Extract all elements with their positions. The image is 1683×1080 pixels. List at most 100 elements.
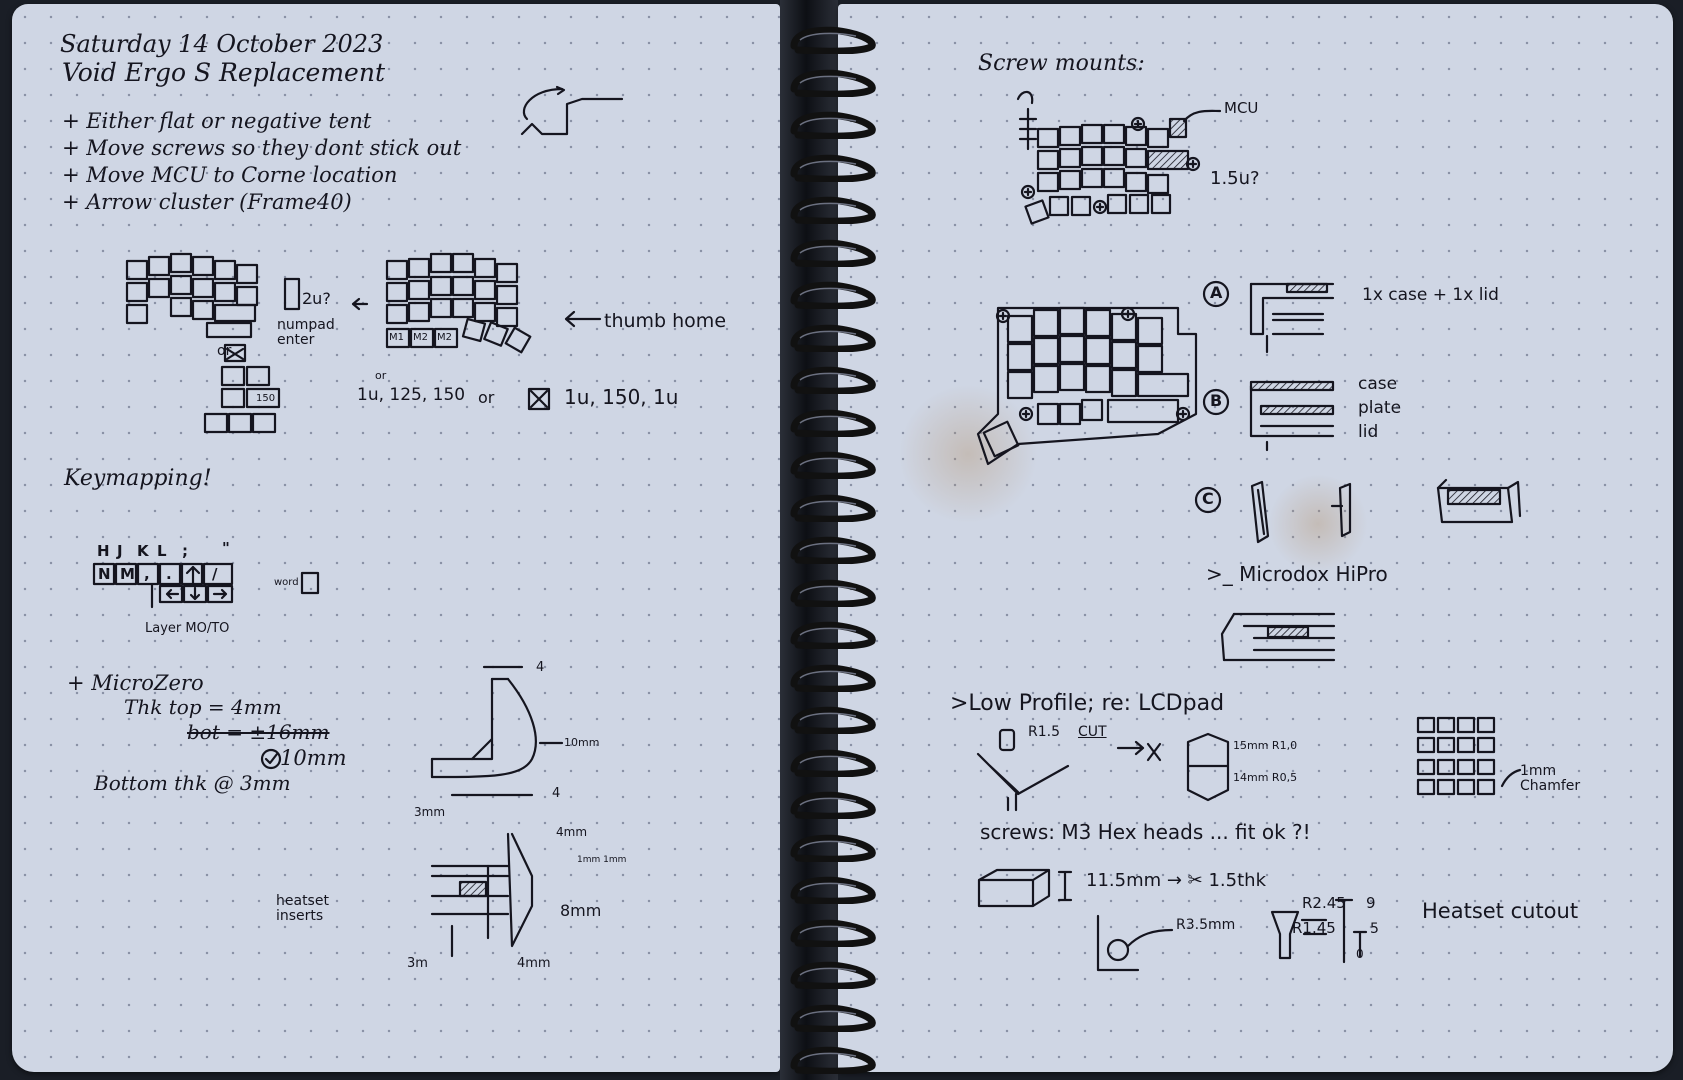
profile-sketch xyxy=(430,665,564,797)
thk-top-note: Thk top = 4mm xyxy=(124,695,282,719)
binding-coil xyxy=(790,919,876,947)
screw-dim: 11.5mm → ✂ 1.5thk xyxy=(1086,870,1266,891)
heatset-dim: 8mm xyxy=(560,901,602,920)
key-bottom: / xyxy=(212,565,218,583)
option-b-marker: B xyxy=(1210,391,1223,410)
or-label: or xyxy=(478,388,495,407)
binding-coil xyxy=(790,536,876,564)
dim-label: 3mm xyxy=(414,805,446,819)
option-c-circle xyxy=(1194,486,1222,514)
tent-sketch xyxy=(520,85,624,136)
coffee-stain xyxy=(1268,474,1368,574)
check-icon xyxy=(260,748,282,770)
dim1-label: 15mm R1,0 xyxy=(1233,739,1298,752)
dim-label: 4 xyxy=(536,660,545,675)
key-top: ; xyxy=(182,542,188,560)
screw-mount-sketch xyxy=(1016,90,1222,225)
option-b-sketch xyxy=(1249,380,1335,452)
microzero-heading: + MicroZero xyxy=(67,671,204,695)
chamfer-grid-sketch xyxy=(1416,716,1522,796)
binding-coil xyxy=(790,111,876,139)
dim-label: 4 xyxy=(552,786,561,801)
dim-label: 10mm xyxy=(564,736,600,749)
crossed-box-icon xyxy=(527,387,551,411)
heatset-dim: 3m xyxy=(407,956,428,971)
binding-coil xyxy=(790,876,876,904)
binding-coil xyxy=(790,451,876,479)
keymap-sketch xyxy=(92,562,320,609)
option-b-label: lid xyxy=(1358,422,1379,442)
screws-heading: screws: M3 Hex heads ... fit ok ?! xyxy=(980,820,1311,844)
thumb-home-label: thumb home xyxy=(604,310,727,332)
thumb-home-arrow xyxy=(564,310,602,328)
dim-nine: 9 xyxy=(1366,894,1376,912)
bottom-thk-note: Bottom thk @ 3mm xyxy=(94,771,291,795)
key-bottom: . xyxy=(166,565,172,583)
low-profile-sketch xyxy=(976,728,1230,812)
option-c-marker: C xyxy=(1202,489,1214,508)
key-bottom: , xyxy=(144,565,150,583)
binding-coil xyxy=(790,281,876,309)
dim-zero: 0 xyxy=(1356,947,1364,961)
microdox-heading: >_ Microdox HiPro xyxy=(1206,562,1388,586)
key-bottom: N xyxy=(98,565,111,583)
key-top: " xyxy=(222,539,230,557)
arrow-cluster-sketch xyxy=(125,252,301,434)
option-a-label: 1x case + 1x lid xyxy=(1362,285,1499,305)
cut-label: CUT xyxy=(1078,724,1107,740)
binding-coil xyxy=(790,239,876,267)
binding-coil xyxy=(790,409,876,437)
binding-coil xyxy=(790,706,876,734)
numpad-enter-note: numpad enter xyxy=(277,317,335,348)
todo-item: + Move MCU to Corne location xyxy=(62,163,398,187)
right-page: Screw mounts: MCU 1.5u? xyxy=(838,4,1673,1072)
screw-mounts-heading: Screw mounts: xyxy=(978,51,1145,76)
option-b-label: case xyxy=(1358,374,1398,394)
option-a-marker: A xyxy=(1210,283,1223,302)
or-label: or xyxy=(217,343,232,359)
heatset-dim: 4mm xyxy=(517,956,551,971)
binding-coil xyxy=(790,1004,876,1032)
key-top: H xyxy=(97,542,110,560)
screw-profile-sketch xyxy=(1270,898,1368,964)
r1-label: R1.45 xyxy=(1292,919,1336,937)
binding-coil xyxy=(790,579,876,607)
binding-coil xyxy=(790,749,876,777)
heatset-dim: 4mm xyxy=(556,825,588,839)
option-c-sketch xyxy=(1250,478,1522,544)
todo-item: + Arrow cluster (Frame40) xyxy=(62,190,352,214)
thumb-alt-sizes: 1u, 150, 1u xyxy=(564,385,679,409)
r-label: R1.5 xyxy=(1028,724,1060,740)
binding-coil xyxy=(790,494,876,522)
left-page: Saturday 14 October 2023 Void Ergo S Rep… xyxy=(12,4,780,1072)
layer-note: Layer MO/TO xyxy=(145,621,230,636)
mcu-label: MCU xyxy=(1224,99,1259,117)
bot-strike-note: bot = ±16mm xyxy=(187,720,330,744)
chamfer-label: 1mm Chamfer xyxy=(1520,763,1581,794)
bot-note: 10mm xyxy=(280,746,347,770)
heatset-label: heatset inserts xyxy=(276,893,329,924)
todo-item: + Move screws so they dont stick out xyxy=(62,136,462,160)
word-label: word xyxy=(274,577,299,588)
thumb-cluster-sketch xyxy=(351,252,532,354)
date-heading: Saturday 14 October 2023 xyxy=(60,30,384,58)
option-a-sketch xyxy=(1249,282,1335,354)
heatset-cutout-label: Heatset cutout xyxy=(1422,899,1579,923)
key-top: J xyxy=(117,542,123,560)
key-150-label: 150 xyxy=(256,393,276,404)
option-b-circle xyxy=(1202,388,1230,416)
binding-coil xyxy=(790,1046,876,1074)
binding-coil xyxy=(790,366,876,394)
screw-box-sketch xyxy=(977,868,1073,908)
or-small-label: or xyxy=(375,369,387,382)
binding-coil xyxy=(790,621,876,649)
key-top: K xyxy=(137,542,149,560)
binding-coil xyxy=(790,69,876,97)
keymapping-heading: Keymapping! xyxy=(64,466,212,491)
key-bottom: M xyxy=(120,565,135,583)
size-note: 1.5u? xyxy=(1210,168,1260,189)
page-title: Void Ergo S Replacement xyxy=(62,58,385,87)
screw-corner-sketch xyxy=(1096,914,1174,972)
binding-coil xyxy=(790,196,876,224)
